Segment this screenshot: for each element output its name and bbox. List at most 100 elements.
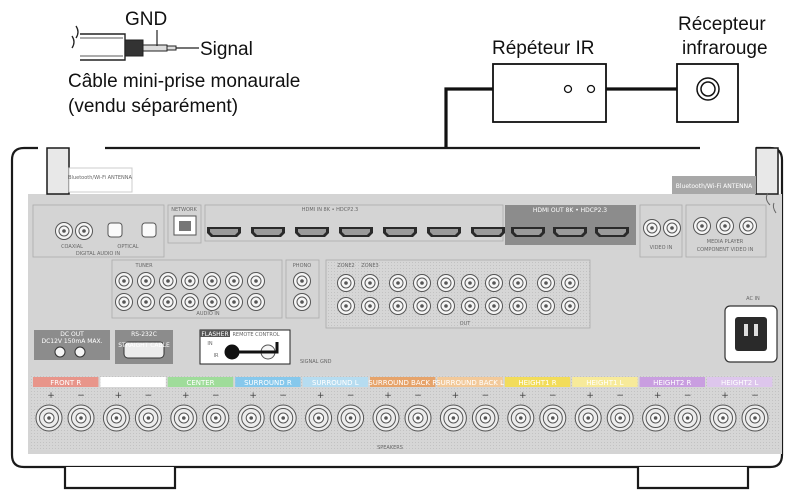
component-y-jack[interactable] — [694, 218, 711, 235]
coaxial-jack-1[interactable] — [56, 223, 73, 240]
hdmi-in-6[interactable] — [427, 227, 461, 237]
svg-text:HEIGHT2 R: HEIGHT2 R — [653, 379, 691, 387]
audio-in-jack[interactable] — [116, 273, 133, 290]
svg-text:COAXIAL: COAXIAL — [61, 244, 83, 250]
ir-receiver-box — [677, 64, 738, 122]
svg-text:−: − — [145, 391, 153, 401]
pre-out-jack[interactable] — [338, 298, 355, 315]
pre-out-jack[interactable] — [362, 298, 379, 315]
speakers-label: SPEAKERS — [377, 445, 403, 451]
svg-text:+: + — [519, 391, 527, 401]
svg-text:+: + — [586, 391, 594, 401]
audio-in-jack[interactable] — [182, 294, 199, 311]
svg-text:−: − — [616, 391, 624, 401]
svg-text:+: + — [654, 391, 662, 401]
svg-text:−: − — [414, 391, 422, 401]
audio-in-jack[interactable] — [116, 294, 133, 311]
audio-in-jack[interactable] — [294, 273, 311, 290]
coaxial-jack-2[interactable] — [76, 223, 93, 240]
component-pb-jack[interactable] — [717, 218, 734, 235]
pre-out-jack[interactable] — [486, 275, 503, 292]
svg-text:−: − — [77, 391, 85, 401]
hdmi-in-3[interactable] — [295, 227, 329, 237]
ac-inlet[interactable]: AC IN — [725, 296, 777, 362]
svg-text:COMPONENT VIDEO IN: COMPONENT VIDEO IN — [697, 247, 754, 253]
hdmi-in-4[interactable] — [339, 227, 373, 237]
svg-text:+: + — [384, 391, 392, 401]
svg-text:HEIGHT1 L: HEIGHT1 L — [586, 379, 623, 387]
svg-text:RS-232C: RS-232C — [131, 331, 157, 338]
pre-out-jack[interactable] — [362, 275, 379, 292]
svg-text:−: − — [212, 391, 220, 401]
pre-out-jack[interactable] — [438, 298, 455, 315]
pre-out-jack[interactable] — [338, 275, 355, 292]
audio-in-jack[interactable] — [226, 273, 243, 290]
pre-out-jack[interactable] — [462, 275, 479, 292]
audio-in-jack[interactable] — [204, 294, 221, 311]
svg-text:+: + — [452, 391, 460, 401]
svg-text:DC OUT: DC OUT — [60, 331, 84, 338]
component-pr-jack[interactable] — [740, 218, 757, 235]
svg-text:HEIGHT1 R: HEIGHT1 R — [518, 379, 556, 387]
pre-out-jack[interactable] — [438, 275, 455, 292]
audio-in-jack[interactable] — [248, 273, 265, 290]
audio-in-jack[interactable] — [160, 294, 177, 311]
svg-text:−: − — [482, 391, 490, 401]
pre-out-jack[interactable] — [462, 298, 479, 315]
pre-out-jack[interactable] — [538, 298, 555, 315]
audio-in-jack[interactable] — [226, 294, 243, 311]
pre-out-jack[interactable] — [414, 275, 431, 292]
hdmi-out-2[interactable] — [553, 227, 587, 237]
svg-text:SURROUND BACK R: SURROUND BACK R — [368, 379, 437, 387]
hdmi-in-1[interactable] — [207, 227, 241, 237]
svg-text:+: + — [182, 391, 190, 401]
svg-text:−: − — [549, 391, 557, 401]
svg-text:+: + — [249, 391, 257, 401]
svg-text:HEIGHT2 L: HEIGHT2 L — [721, 379, 758, 387]
svg-text:DIGITAL AUDIO IN: DIGITAL AUDIO IN — [76, 251, 121, 257]
pre-out-jack[interactable] — [510, 275, 527, 292]
svg-text:NETWORK: NETWORK — [171, 207, 197, 213]
pre-out-jack[interactable] — [390, 298, 407, 315]
svg-text:SURROUND BACK L: SURROUND BACK L — [436, 379, 504, 387]
audio-in-jack[interactable] — [160, 273, 177, 290]
audio-in-jack[interactable] — [182, 273, 199, 290]
mini-plug-cable — [72, 26, 199, 60]
svg-text:SURROUND R: SURROUND R — [244, 379, 292, 387]
svg-text:HDMI IN 8K • HDCP2.3: HDMI IN 8K • HDCP2.3 — [302, 207, 358, 213]
hdmi-in-7[interactable] — [471, 227, 505, 237]
svg-text:ZONE2: ZONE2 — [337, 263, 354, 269]
svg-text:SURROUND L: SURROUND L — [312, 379, 359, 387]
rs232c-port[interactable]: RS-232C STRAIGHT CABLE — [115, 330, 173, 364]
pre-out-group: ZONE2 ZONE3 OUT — [326, 260, 590, 328]
pre-out-jack[interactable] — [510, 298, 527, 315]
svg-text:Bluetooth/Wi-Fi ANTENNA: Bluetooth/Wi-Fi ANTENNA — [68, 175, 132, 181]
svg-text:MEDIA PLAYER: MEDIA PLAYER — [707, 239, 744, 245]
svg-text:PHONO: PHONO — [293, 263, 311, 269]
pre-out-jack[interactable] — [562, 298, 579, 315]
pre-out-jack[interactable] — [562, 275, 579, 292]
pre-out-jack[interactable] — [390, 275, 407, 292]
svg-text:HDMI OUT 8K • HDCP2.3: HDMI OUT 8K • HDCP2.3 — [533, 207, 607, 214]
audio-in-jack[interactable] — [204, 273, 221, 290]
pre-out-jack[interactable] — [538, 275, 555, 292]
hdmi-out-1[interactable] — [511, 227, 545, 237]
svg-text:ZONE3: ZONE3 — [361, 263, 378, 269]
svg-text:+: + — [115, 391, 123, 401]
hdmi-in-5[interactable] — [383, 227, 417, 237]
svg-text:+: + — [47, 391, 55, 401]
pre-out-jack[interactable] — [414, 298, 431, 315]
pre-out-jack[interactable] — [486, 298, 503, 315]
audio-in-jack[interactable] — [248, 294, 265, 311]
svg-text:OPTICAL: OPTICAL — [117, 244, 138, 250]
svg-text:+: + — [317, 391, 325, 401]
audio-in-jack[interactable] — [294, 294, 311, 311]
video-in-jack-1[interactable] — [644, 220, 661, 237]
svg-text:−: − — [684, 391, 692, 401]
audio-in-jack[interactable] — [138, 273, 155, 290]
hdmi-out-3[interactable] — [595, 227, 629, 237]
hdmi-in-2[interactable] — [251, 227, 285, 237]
video-in-jack-2[interactable] — [664, 220, 681, 237]
audio-in-jack[interactable] — [138, 294, 155, 311]
svg-text:FRONT R: FRONT R — [50, 379, 81, 387]
